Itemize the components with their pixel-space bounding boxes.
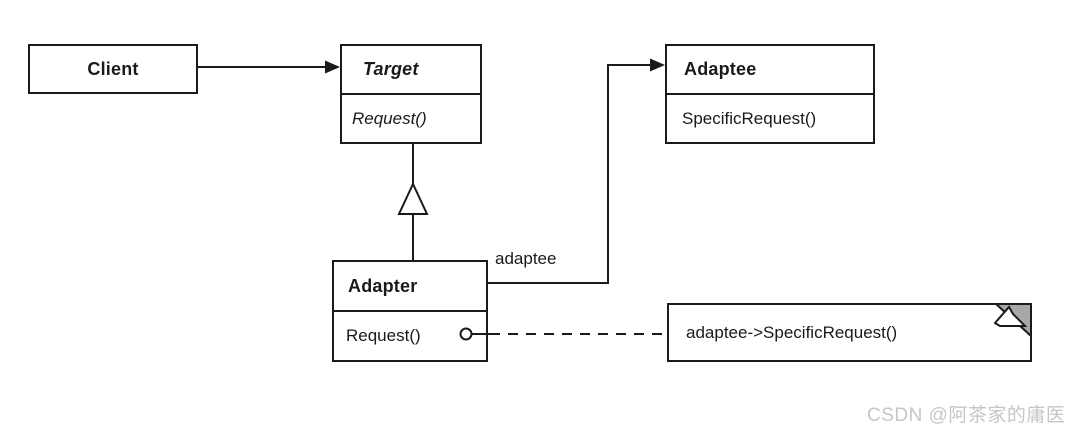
note-folded-corner-icon [994, 303, 1032, 337]
client-target-association-line [198, 60, 340, 74]
class-name-adapter: Adapter [348, 275, 418, 296]
class-method-compartment: Request() [334, 312, 486, 360]
arrowhead-icon [325, 60, 340, 74]
implementation-note: adaptee->SpecificRequest() [667, 303, 1032, 362]
note-dashed-link [459, 327, 667, 341]
inheritance-triangle-icon [397, 181, 429, 215]
generalization-line [397, 144, 429, 261]
class-box-target: Target Request() [340, 44, 482, 144]
class-name-compartment: Adapter [334, 262, 486, 312]
class-box-adaptee: Adaptee SpecificRequest() [665, 44, 875, 144]
arrowhead-icon [650, 58, 665, 72]
class-name-client: Client [87, 58, 139, 79]
class-name-compartment: Adaptee [667, 46, 873, 95]
note-text: adaptee->SpecificRequest() [686, 322, 898, 342]
class-name-adaptee: Adaptee [684, 59, 757, 79]
method-adaptee-specificrequest: SpecificRequest() [682, 108, 817, 128]
class-name-target: Target [363, 59, 419, 79]
method-target-request: Request() [352, 108, 427, 128]
class-method-compartment: SpecificRequest() [667, 95, 873, 142]
association-role-label: adaptee [493, 249, 559, 269]
class-box-adapter: Adapter Request() [332, 260, 488, 362]
class-box-client: Client [28, 44, 198, 94]
class-name-compartment: Target [342, 46, 480, 95]
csdn-watermark: CSDN @阿茶家的庸医 [867, 405, 1066, 426]
class-method-compartment: Request() [342, 95, 480, 142]
class-name-compartment: Client [30, 46, 196, 92]
method-adapter-request: Request() [346, 326, 421, 345]
